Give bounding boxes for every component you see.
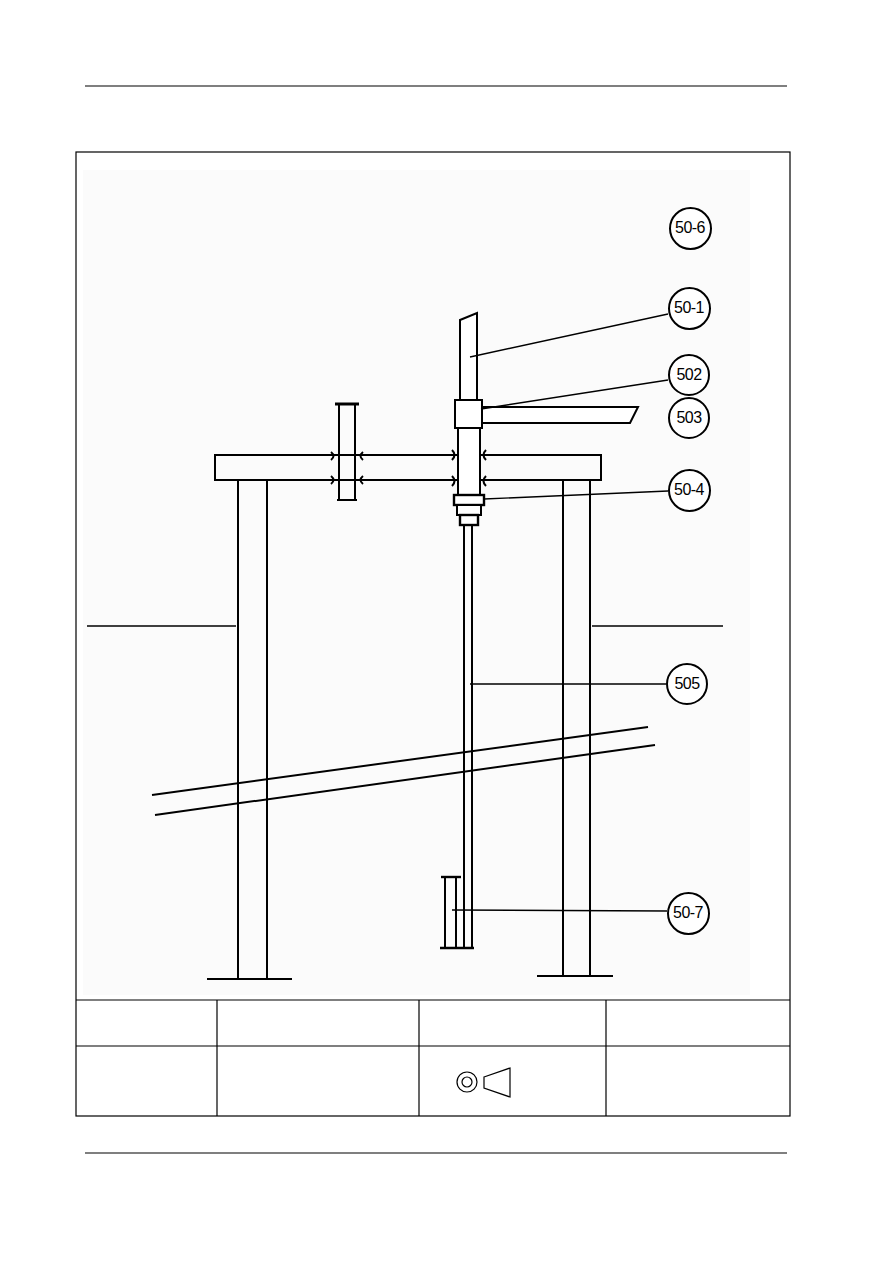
sloped-pipe	[152, 727, 648, 795]
table-rule	[418, 1000, 419, 1116]
table-rule	[76, 999, 790, 1000]
table-rule	[76, 1045, 790, 1046]
column	[562, 480, 564, 975]
left-pipe	[331, 404, 363, 500]
base-line	[207, 978, 292, 980]
water-line	[592, 625, 723, 626]
projection-symbol	[457, 1068, 510, 1097]
beam	[215, 455, 601, 480]
water-line	[87, 625, 236, 626]
callout-circle: 502	[668, 354, 710, 396]
drawing-frame	[76, 152, 790, 1116]
callout-circle: 50-7	[667, 892, 710, 935]
vertical-pipe	[440, 313, 638, 948]
callout-number: 503	[676, 409, 701, 427]
column	[589, 480, 591, 975]
base-line	[537, 975, 613, 977]
callout-circle: 50-1	[668, 287, 711, 330]
table-rule	[216, 1000, 217, 1116]
column	[266, 480, 268, 978]
callout-circle: 50-6	[669, 207, 712, 250]
callout-number: 50-1	[674, 299, 704, 317]
callout-number: 50-7	[673, 904, 703, 922]
illustration-ground	[83, 170, 750, 995]
callout-circle: 50-4	[668, 469, 711, 512]
callout-number: 50-4	[674, 481, 704, 499]
footer-rule	[85, 1152, 787, 1153]
callout-circle: 505	[666, 663, 708, 705]
sloped-pipe	[155, 745, 655, 815]
leader-line	[452, 314, 668, 911]
callout-number: 50-6	[675, 219, 705, 237]
callout-circle: 503	[668, 397, 710, 439]
column	[237, 480, 239, 978]
callout-number: 502	[676, 366, 701, 384]
callout-number: 505	[674, 675, 699, 693]
header-rule	[85, 85, 787, 86]
table-rule	[605, 1000, 606, 1116]
